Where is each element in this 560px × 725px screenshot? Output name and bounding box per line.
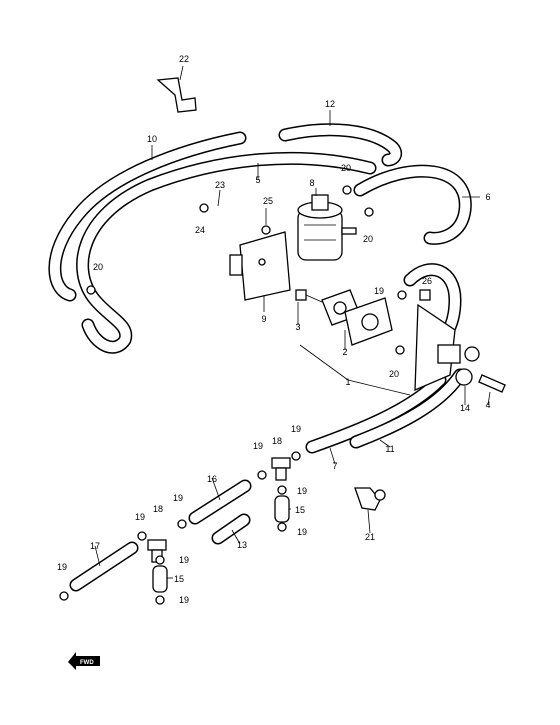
- callout-25: 25: [263, 196, 273, 206]
- fuel-filter: [297, 194, 357, 261]
- hose-16: [188, 479, 252, 525]
- hose-17: [69, 541, 139, 592]
- callout-16: 16: [207, 474, 217, 484]
- callout-19-pump: 19: [374, 286, 384, 296]
- callout-1: 1: [345, 377, 350, 387]
- callout-15-lower: 15: [174, 574, 184, 584]
- callout-19-upper-right: 19: [297, 486, 307, 496]
- callout-21: 21: [365, 532, 375, 542]
- callout-19-hose7: 19: [291, 424, 301, 434]
- callout-20-mid: 20: [363, 234, 373, 244]
- callout-4: 4: [485, 400, 490, 410]
- callout-18-lower: 18: [153, 504, 163, 514]
- callout-20-pump: 20: [389, 369, 399, 379]
- callout-labels: 22 12 10 5 8 20 6 23 24 25 20 20 19 26 9…: [57, 54, 491, 605]
- callout-3: 3: [295, 322, 300, 332]
- callout-17: 17: [90, 541, 100, 551]
- clamp-22: [156, 77, 197, 113]
- callout-5: 5: [255, 175, 260, 185]
- callout-18-upper: 18: [272, 436, 282, 446]
- hose-10: [48, 131, 247, 302]
- hose-15-upper: [274, 495, 290, 523]
- clip-markers: [59, 185, 407, 605]
- hose-13: [211, 513, 251, 545]
- callout-19-joint-upper: 19: [253, 441, 263, 451]
- pump-plate: [344, 297, 393, 346]
- hose-5: [76, 151, 377, 354]
- hose-15-lower: [152, 565, 168, 593]
- callout-19-joint-lower: 19: [135, 512, 145, 522]
- fuel-pump-body: [414, 303, 480, 392]
- hose-12: [278, 123, 403, 167]
- hose-11: [349, 368, 467, 449]
- callout-12: 12: [325, 99, 335, 109]
- bolt-26: [419, 289, 431, 301]
- o-ring: [455, 368, 473, 386]
- callout-19-lower-bottom: 19: [179, 595, 189, 605]
- callout-7: 7: [332, 461, 337, 471]
- bolt-3: [295, 289, 323, 303]
- callout-10: 10: [147, 134, 157, 144]
- callout-6: 6: [485, 192, 490, 202]
- joint-18-upper: [271, 457, 291, 481]
- pin: [478, 374, 506, 393]
- leader-lines: [94, 65, 491, 579]
- hose-7: [305, 373, 447, 454]
- callout-20-left: 20: [93, 262, 103, 272]
- callout-19-hose17: 19: [57, 562, 67, 572]
- fwd-arrow-icon: FWD: [68, 652, 100, 670]
- hose-6: [353, 164, 472, 245]
- callout-19-lower-right: 19: [179, 555, 189, 565]
- callout-2: 2: [342, 347, 347, 357]
- callout-15-upper: 15: [295, 505, 305, 515]
- callout-23: 23: [215, 180, 225, 190]
- callout-13: 13: [237, 540, 247, 550]
- callout-11: 11: [385, 444, 394, 454]
- callout-26: 26: [422, 276, 432, 286]
- callout-19-upper-bottom: 19: [297, 527, 307, 537]
- callout-9: 9: [261, 314, 266, 324]
- callout-22: 22: [179, 54, 189, 64]
- callout-14: 14: [460, 403, 470, 413]
- callout-20-top: 20: [341, 163, 351, 173]
- callout-24: 24: [195, 225, 205, 235]
- fwd-label: FWD: [80, 660, 94, 666]
- callout-19-hose16: 19: [173, 493, 183, 503]
- callout-8: 8: [309, 178, 314, 188]
- holder-21: [354, 487, 386, 511]
- filter-bracket: [229, 231, 291, 301]
